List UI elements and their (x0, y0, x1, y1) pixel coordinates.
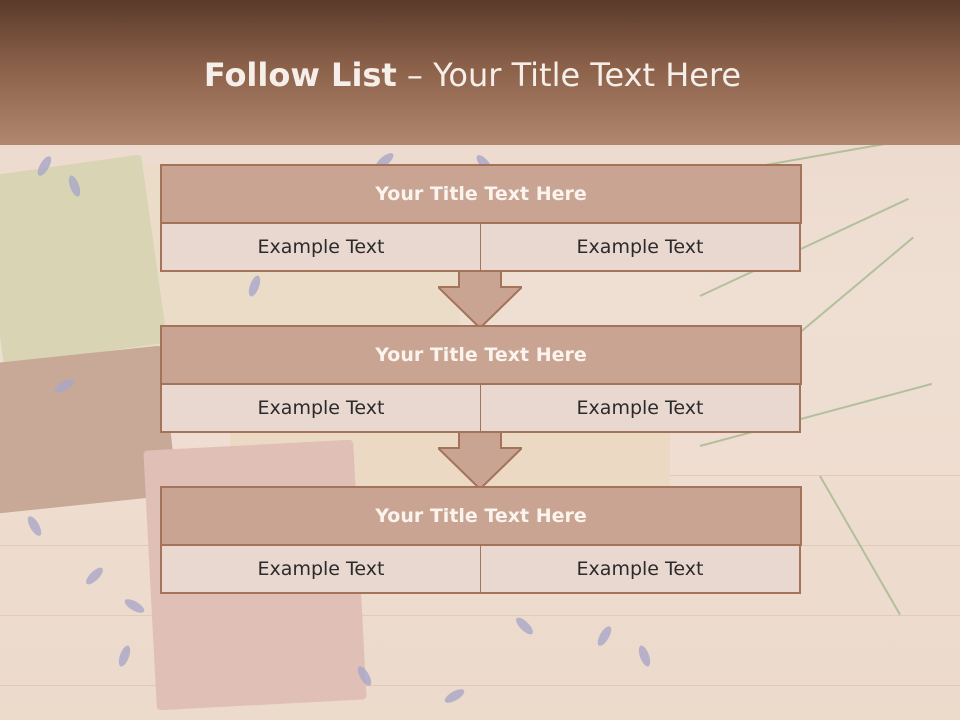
box-title: Your Title Text Here (160, 325, 802, 385)
box-cell-right: Example Text (480, 383, 801, 433)
box-cell-left: Example Text (160, 383, 481, 433)
box-cell-left: Example Text (160, 544, 481, 594)
list-box: Your Title Text Here Example Text Exampl… (160, 486, 802, 594)
down-arrow-icon (438, 271, 522, 329)
header-band: Follow List – Your Title Text Here (0, 0, 960, 145)
list-box: Your Title Text Here Example Text Exampl… (160, 325, 802, 433)
soap-bar (0, 154, 168, 366)
list-box: Your Title Text Here Example Text Exampl… (160, 164, 802, 272)
box-cell-left: Example Text (160, 222, 481, 272)
box-title: Your Title Text Here (160, 486, 802, 546)
page-title: Follow List – Your Title Text Here (0, 56, 945, 94)
box-title: Your Title Text Here (160, 164, 802, 224)
page-title-rest: – Your Title Text Here (406, 56, 742, 94)
down-arrow-icon (438, 432, 522, 490)
box-cell-right: Example Text (480, 222, 801, 272)
page-title-bold: Follow List (203, 56, 397, 94)
box-cell-right: Example Text (480, 544, 801, 594)
